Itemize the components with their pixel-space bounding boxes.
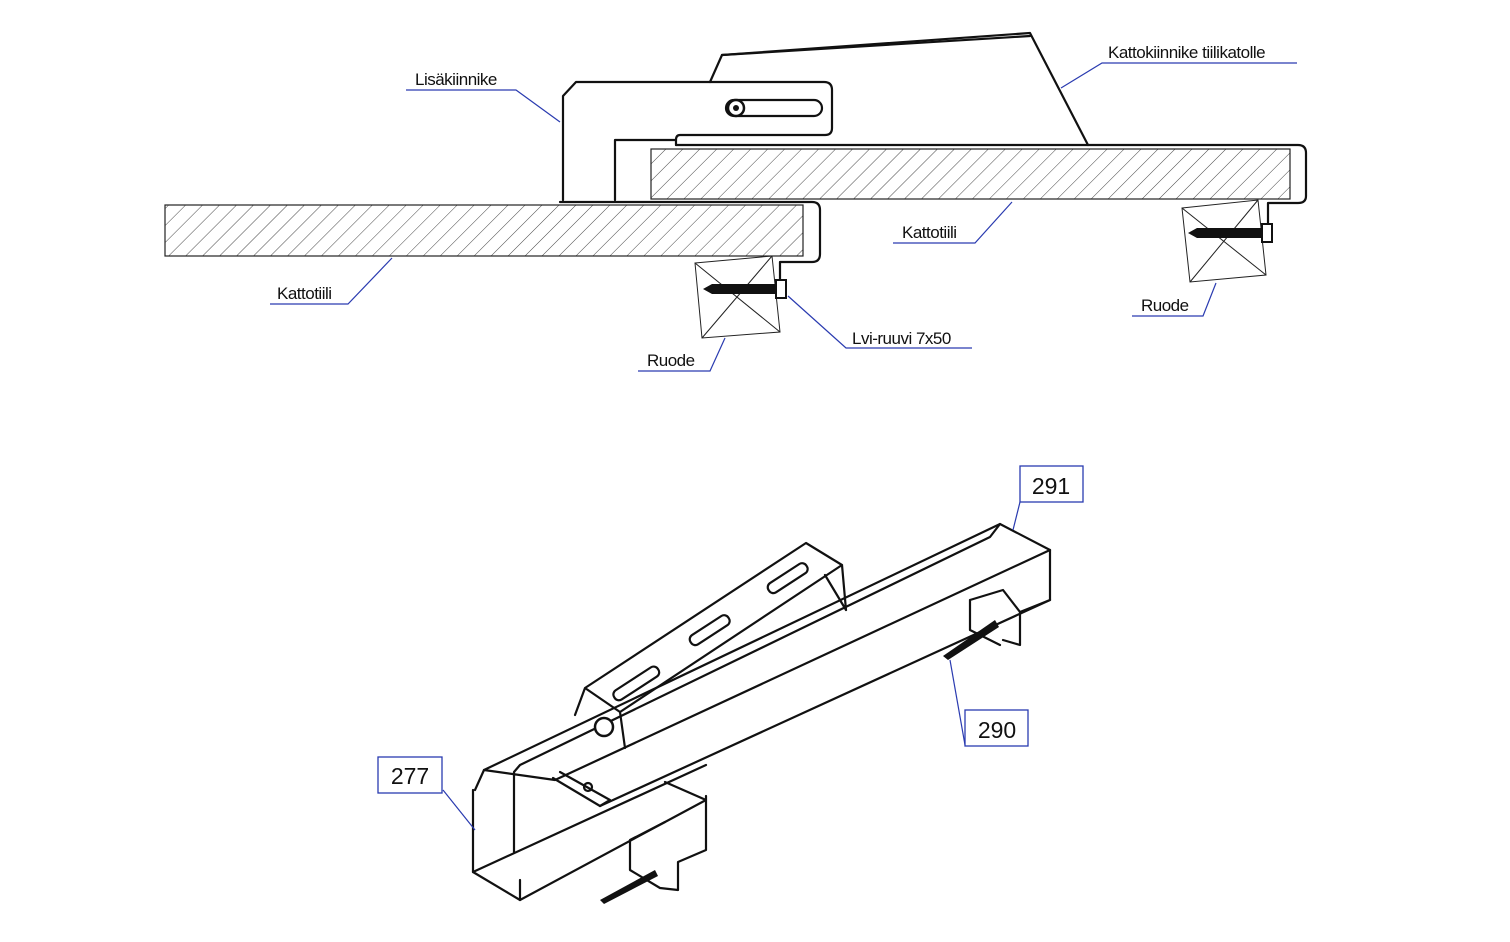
callout-290-text: 290 bbox=[978, 717, 1016, 743]
batten-right bbox=[1181, 199, 1267, 283]
screw-left bbox=[703, 279, 787, 299]
callout-291 bbox=[1019, 465, 1084, 503]
roof-hook-arm bbox=[708, 31, 1090, 147]
label-ruode-right: Ruode bbox=[1141, 296, 1189, 315]
label-kattotiili-lower: Kattotiili bbox=[277, 284, 332, 303]
side-view: Lisäkiinnike Kattokiinnike tiilikatolle … bbox=[164, 31, 1308, 372]
callout-290 bbox=[964, 709, 1029, 747]
label-screw: Lvi-ruuvi 7x50 bbox=[852, 329, 951, 348]
adjustment-slot bbox=[724, 98, 824, 118]
isometric-view: 277 291 290 bbox=[377, 465, 1084, 904]
label-ruode-left: Ruode bbox=[647, 351, 695, 370]
callout-277-text: 277 bbox=[391, 763, 429, 789]
label-kattokiinnike: Kattokiinnike tiilikatolle bbox=[1108, 43, 1265, 62]
iso-extension-plate bbox=[573, 541, 848, 750]
roof-hook-bracket bbox=[558, 143, 1308, 294]
label-lisakiinnike: Lisäkiinnike bbox=[415, 70, 497, 89]
lower-roof-tile bbox=[164, 204, 804, 257]
screw-right bbox=[1188, 223, 1273, 243]
iso-roof-hook bbox=[471, 522, 1052, 902]
upper-roof-tile bbox=[650, 148, 1291, 200]
callout-277 bbox=[377, 756, 443, 794]
extension-bracket bbox=[561, 80, 834, 202]
callout-291-text: 291 bbox=[1032, 473, 1070, 499]
label-kattotiili-upper: Kattotiili bbox=[902, 223, 957, 242]
batten-left bbox=[694, 255, 781, 339]
